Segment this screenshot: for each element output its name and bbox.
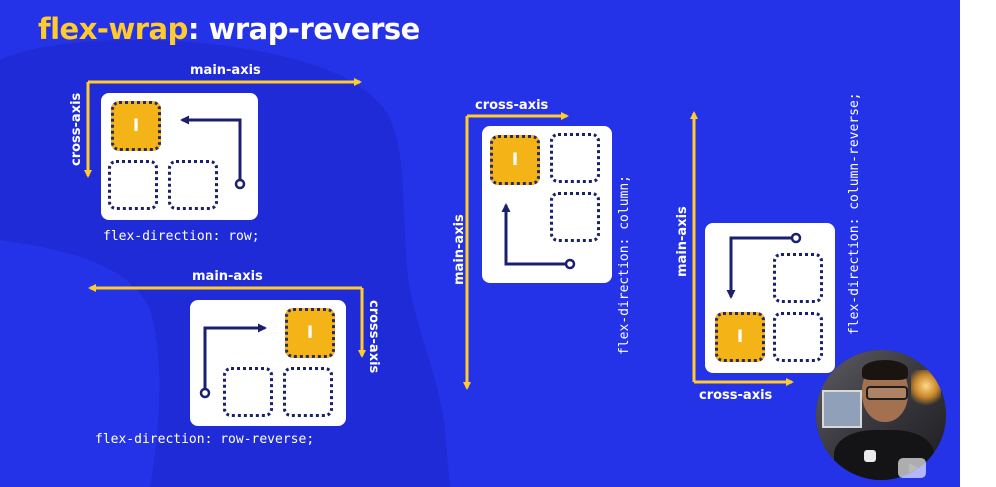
row-reverse-cross-axis-label: cross-axis [366, 300, 381, 374]
presenter-glasses [866, 386, 908, 400]
presenter-hair [862, 360, 908, 380]
empty-slot [773, 312, 823, 362]
flex-item-1: I [715, 312, 765, 362]
row-main-axis-label: main-axis [190, 63, 261, 78]
column-code-label: flex-direction: column; [617, 175, 632, 356]
column-reverse-code-label: flex-direction: column-reverse; [847, 92, 862, 335]
webcam-picture-frame [822, 390, 862, 428]
flex-item-1: I [490, 135, 540, 185]
column-reverse-container-card: I [705, 223, 835, 373]
empty-slot [550, 192, 600, 242]
webcam-lamp [911, 370, 941, 410]
youtube-play-icon[interactable] [898, 458, 926, 478]
flex-item-label: I [306, 323, 314, 343]
row-container-card: I [101, 93, 258, 220]
empty-slot [223, 367, 273, 417]
flex-item-1: I [285, 308, 335, 358]
slide-title: flex-wrap: wrap-reverse [38, 12, 420, 46]
row-cross-axis-label: cross-axis [69, 92, 84, 166]
column-main-axis-label: main-axis [452, 214, 467, 285]
row-code-label: flex-direction: row; [103, 229, 260, 244]
column-container-card: I [482, 126, 612, 283]
title-value: : wrap-reverse [187, 12, 420, 46]
title-property: flex-wrap [38, 12, 188, 46]
flex-item-label: I [511, 150, 519, 170]
empty-slot [550, 133, 600, 183]
flex-item-label: I [736, 327, 744, 347]
row-reverse-container-card: I [190, 300, 346, 426]
row-reverse-code-label: flex-direction: row-reverse; [95, 432, 315, 447]
column-reverse-main-axis-label: main-axis [675, 206, 690, 277]
flex-item-label: I [132, 116, 140, 136]
column-cross-axis-label: cross-axis [475, 98, 549, 113]
column-reverse-cross-axis-label: cross-axis [699, 388, 773, 403]
presenter-webcam [816, 350, 946, 480]
shirt-logo [864, 450, 876, 462]
flex-item-1: I [111, 101, 161, 151]
row-reverse-main-axis-label: main-axis [192, 269, 263, 284]
slide: flex-wrap: wrap-reverse I main-axis cros… [0, 0, 960, 487]
empty-slot [773, 253, 823, 303]
empty-slot [283, 367, 333, 417]
empty-slot [168, 160, 218, 210]
empty-slot [108, 160, 158, 210]
